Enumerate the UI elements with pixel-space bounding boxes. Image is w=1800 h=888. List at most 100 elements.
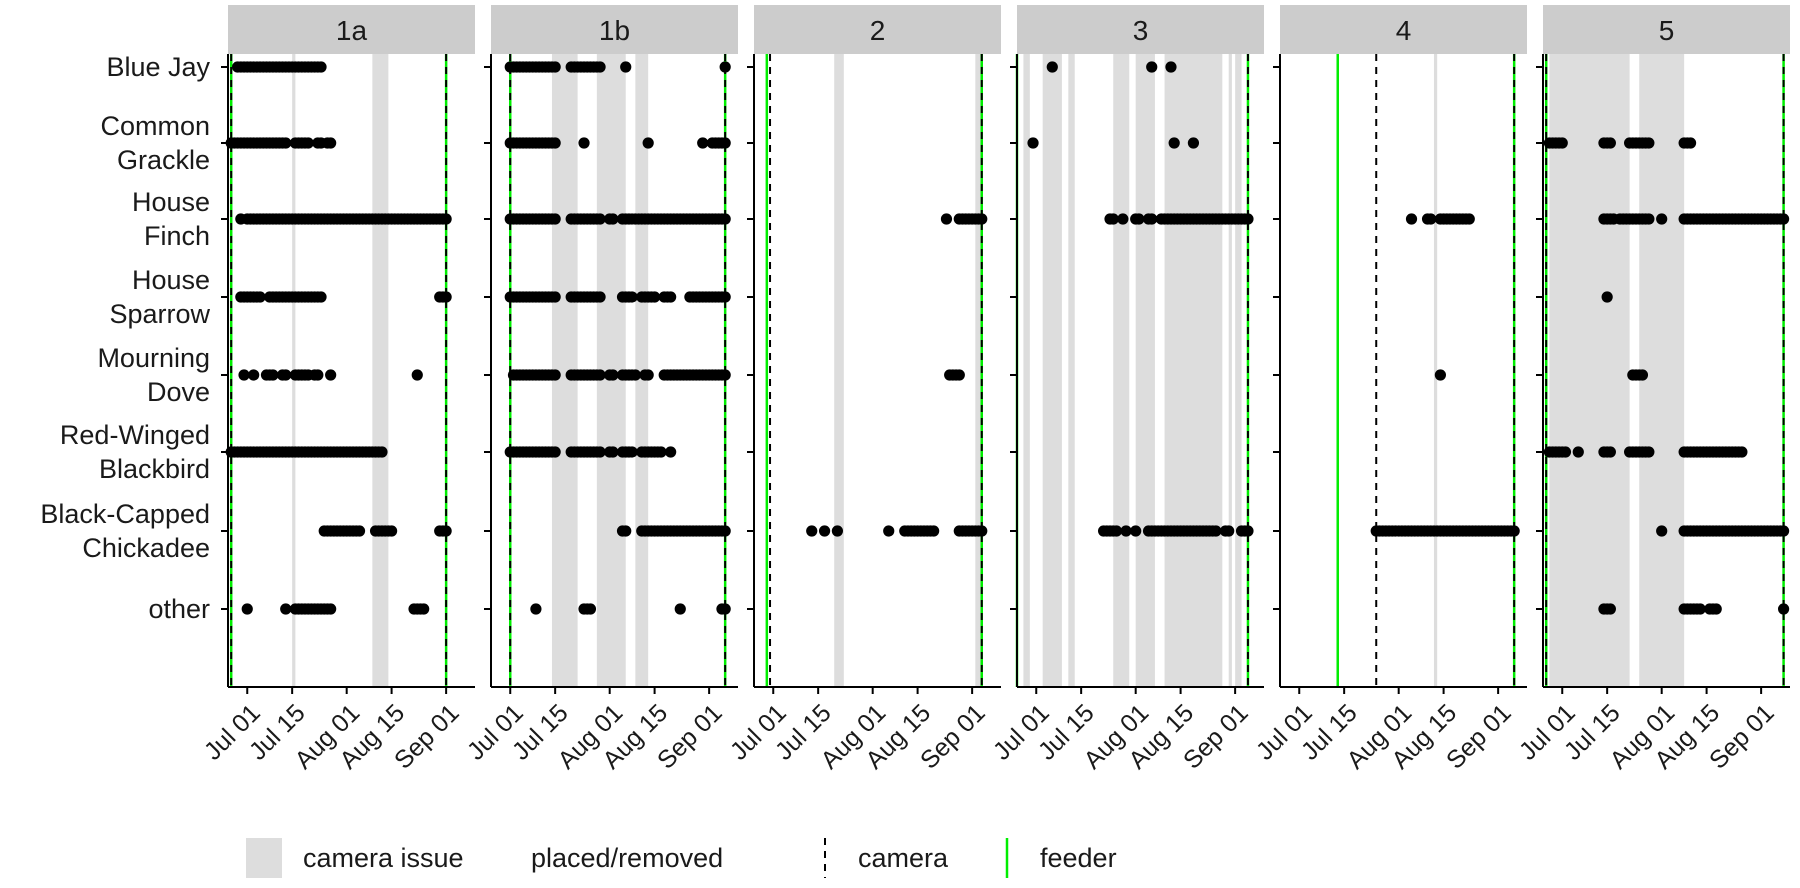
camera-issue-band bbox=[834, 54, 844, 687]
point-black_capped_chickadee bbox=[1223, 525, 1235, 537]
point-other bbox=[1604, 603, 1616, 615]
point-other bbox=[418, 603, 430, 615]
point-common_grackle bbox=[719, 137, 731, 149]
point-house_finch bbox=[1117, 213, 1129, 225]
point-other bbox=[1710, 603, 1722, 615]
point-red_winged_blackbird bbox=[1572, 446, 1584, 458]
point-red_winged_blackbird bbox=[594, 446, 606, 458]
point-mourning_dove bbox=[594, 369, 606, 381]
point-red_winged_blackbird bbox=[1559, 446, 1572, 458]
facet-strip bbox=[1543, 5, 1790, 54]
point-mourning_dove bbox=[607, 369, 619, 381]
point-black_capped_chickadee bbox=[818, 525, 831, 537]
y-tick-label-house_finch: House bbox=[132, 187, 210, 217]
point-red_winged_blackbird bbox=[1736, 446, 1748, 458]
point-house_finch bbox=[1242, 213, 1254, 225]
y-tick-label-red_winged_blackbird: Blackbird bbox=[99, 454, 210, 484]
point-common_grackle bbox=[1027, 137, 1039, 149]
point-black_capped_chickadee bbox=[928, 525, 940, 537]
point-red_winged_blackbird bbox=[1643, 446, 1655, 458]
y-tick-label-common_grackle: Grackle bbox=[117, 145, 210, 175]
facet-strip-label: 5 bbox=[1659, 15, 1675, 46]
point-house_finch bbox=[1146, 213, 1158, 225]
point-black_capped_chickadee bbox=[620, 525, 632, 537]
legend-label-camera-issue: camera issue bbox=[303, 843, 464, 873]
y-tick-label-common_grackle: Common bbox=[100, 111, 210, 141]
facet-strip bbox=[491, 5, 738, 54]
point-common_grackle bbox=[1604, 137, 1616, 149]
point-black_capped_chickadee bbox=[1120, 525, 1132, 537]
point-black_capped_chickadee bbox=[719, 525, 731, 537]
point-red_winged_blackbird bbox=[665, 446, 677, 458]
point-black_capped_chickadee bbox=[1242, 525, 1254, 537]
point-house_sparrow bbox=[626, 291, 638, 303]
camera-issue-band bbox=[1639, 54, 1685, 687]
point-common_grackle bbox=[578, 137, 590, 149]
point-common_grackle bbox=[325, 137, 337, 149]
point-house_sparrow bbox=[254, 291, 266, 303]
point-mourning_dove bbox=[629, 369, 641, 381]
point-house_sparrow bbox=[665, 291, 677, 303]
facet-strip-label: 2 bbox=[870, 15, 886, 46]
point-red_winged_blackbird bbox=[549, 446, 561, 458]
point-mourning_dove bbox=[312, 369, 324, 381]
point-house_finch bbox=[1133, 213, 1145, 225]
y-tick-label-red_winged_blackbird: Red-Winged bbox=[60, 420, 210, 450]
camera-issue-band bbox=[1235, 54, 1242, 687]
point-mourning_dove bbox=[280, 369, 292, 381]
point-black_capped_chickadee bbox=[806, 525, 818, 537]
point-black_capped_chickadee bbox=[353, 525, 366, 537]
point-house_sparrow bbox=[648, 291, 661, 303]
y-tick-label-blue_jay: Blue Jay bbox=[106, 52, 210, 82]
point-house_finch bbox=[1107, 213, 1119, 225]
point-black_capped_chickadee bbox=[440, 525, 452, 537]
facet-strip bbox=[1280, 5, 1527, 54]
point-mourning_dove bbox=[411, 369, 423, 381]
camera-issue-band bbox=[372, 54, 389, 687]
y-tick-label-black_capped_chickadee: Black-Capped bbox=[40, 499, 210, 529]
camera-issue-band bbox=[1113, 54, 1130, 687]
facet-strip bbox=[228, 5, 475, 54]
point-other bbox=[530, 603, 542, 615]
camera-issue-band bbox=[1549, 54, 1630, 687]
point-common_grackle bbox=[1643, 137, 1655, 149]
point-black_capped_chickadee bbox=[1656, 525, 1668, 537]
point-blue_jay bbox=[1046, 61, 1058, 73]
y-tick-label-mourning_dove: Dove bbox=[147, 377, 210, 407]
point-blue_jay bbox=[620, 61, 632, 73]
point-red_winged_blackbird bbox=[626, 446, 638, 458]
point-other bbox=[1694, 603, 1706, 615]
point-other bbox=[241, 603, 253, 615]
facet-strip bbox=[1017, 5, 1264, 54]
y-tick-label-mourning_dove: Mourning bbox=[97, 343, 210, 373]
point-mourning_dove bbox=[267, 369, 279, 381]
point-house_finch bbox=[440, 213, 452, 225]
point-blue_jay bbox=[1146, 61, 1158, 73]
facet-strip-label: 1a bbox=[336, 15, 368, 46]
point-house_sparrow bbox=[549, 291, 561, 303]
point-house_sparrow bbox=[719, 291, 731, 303]
point-black_capped_chickadee bbox=[1210, 525, 1222, 537]
point-house_finch bbox=[549, 213, 561, 225]
point-other bbox=[325, 603, 337, 615]
y-tick-label-house_sparrow: Sparrow bbox=[109, 299, 210, 329]
y-tick-label-other: other bbox=[148, 594, 210, 624]
point-black_capped_chickadee bbox=[385, 525, 398, 537]
point-black_capped_chickadee bbox=[976, 525, 988, 537]
y-tick-label-black_capped_chickadee: Chickadee bbox=[82, 533, 210, 563]
point-common_grackle bbox=[1684, 137, 1697, 149]
point-blue_jay bbox=[1165, 61, 1177, 73]
point-other bbox=[280, 603, 292, 615]
camera-issue-band bbox=[1433, 54, 1438, 687]
point-common_grackle bbox=[549, 137, 561, 149]
camera-issue-band bbox=[1135, 54, 1155, 687]
point-mourning_dove bbox=[719, 369, 731, 381]
point-common_grackle bbox=[280, 137, 292, 149]
legend-label-camera: camera bbox=[858, 843, 949, 873]
point-house_finch bbox=[1463, 213, 1475, 225]
point-house_finch bbox=[940, 213, 953, 225]
camera-issue-band bbox=[975, 54, 982, 687]
point-house_finch bbox=[607, 213, 619, 225]
point-black_capped_chickadee bbox=[1110, 525, 1123, 537]
